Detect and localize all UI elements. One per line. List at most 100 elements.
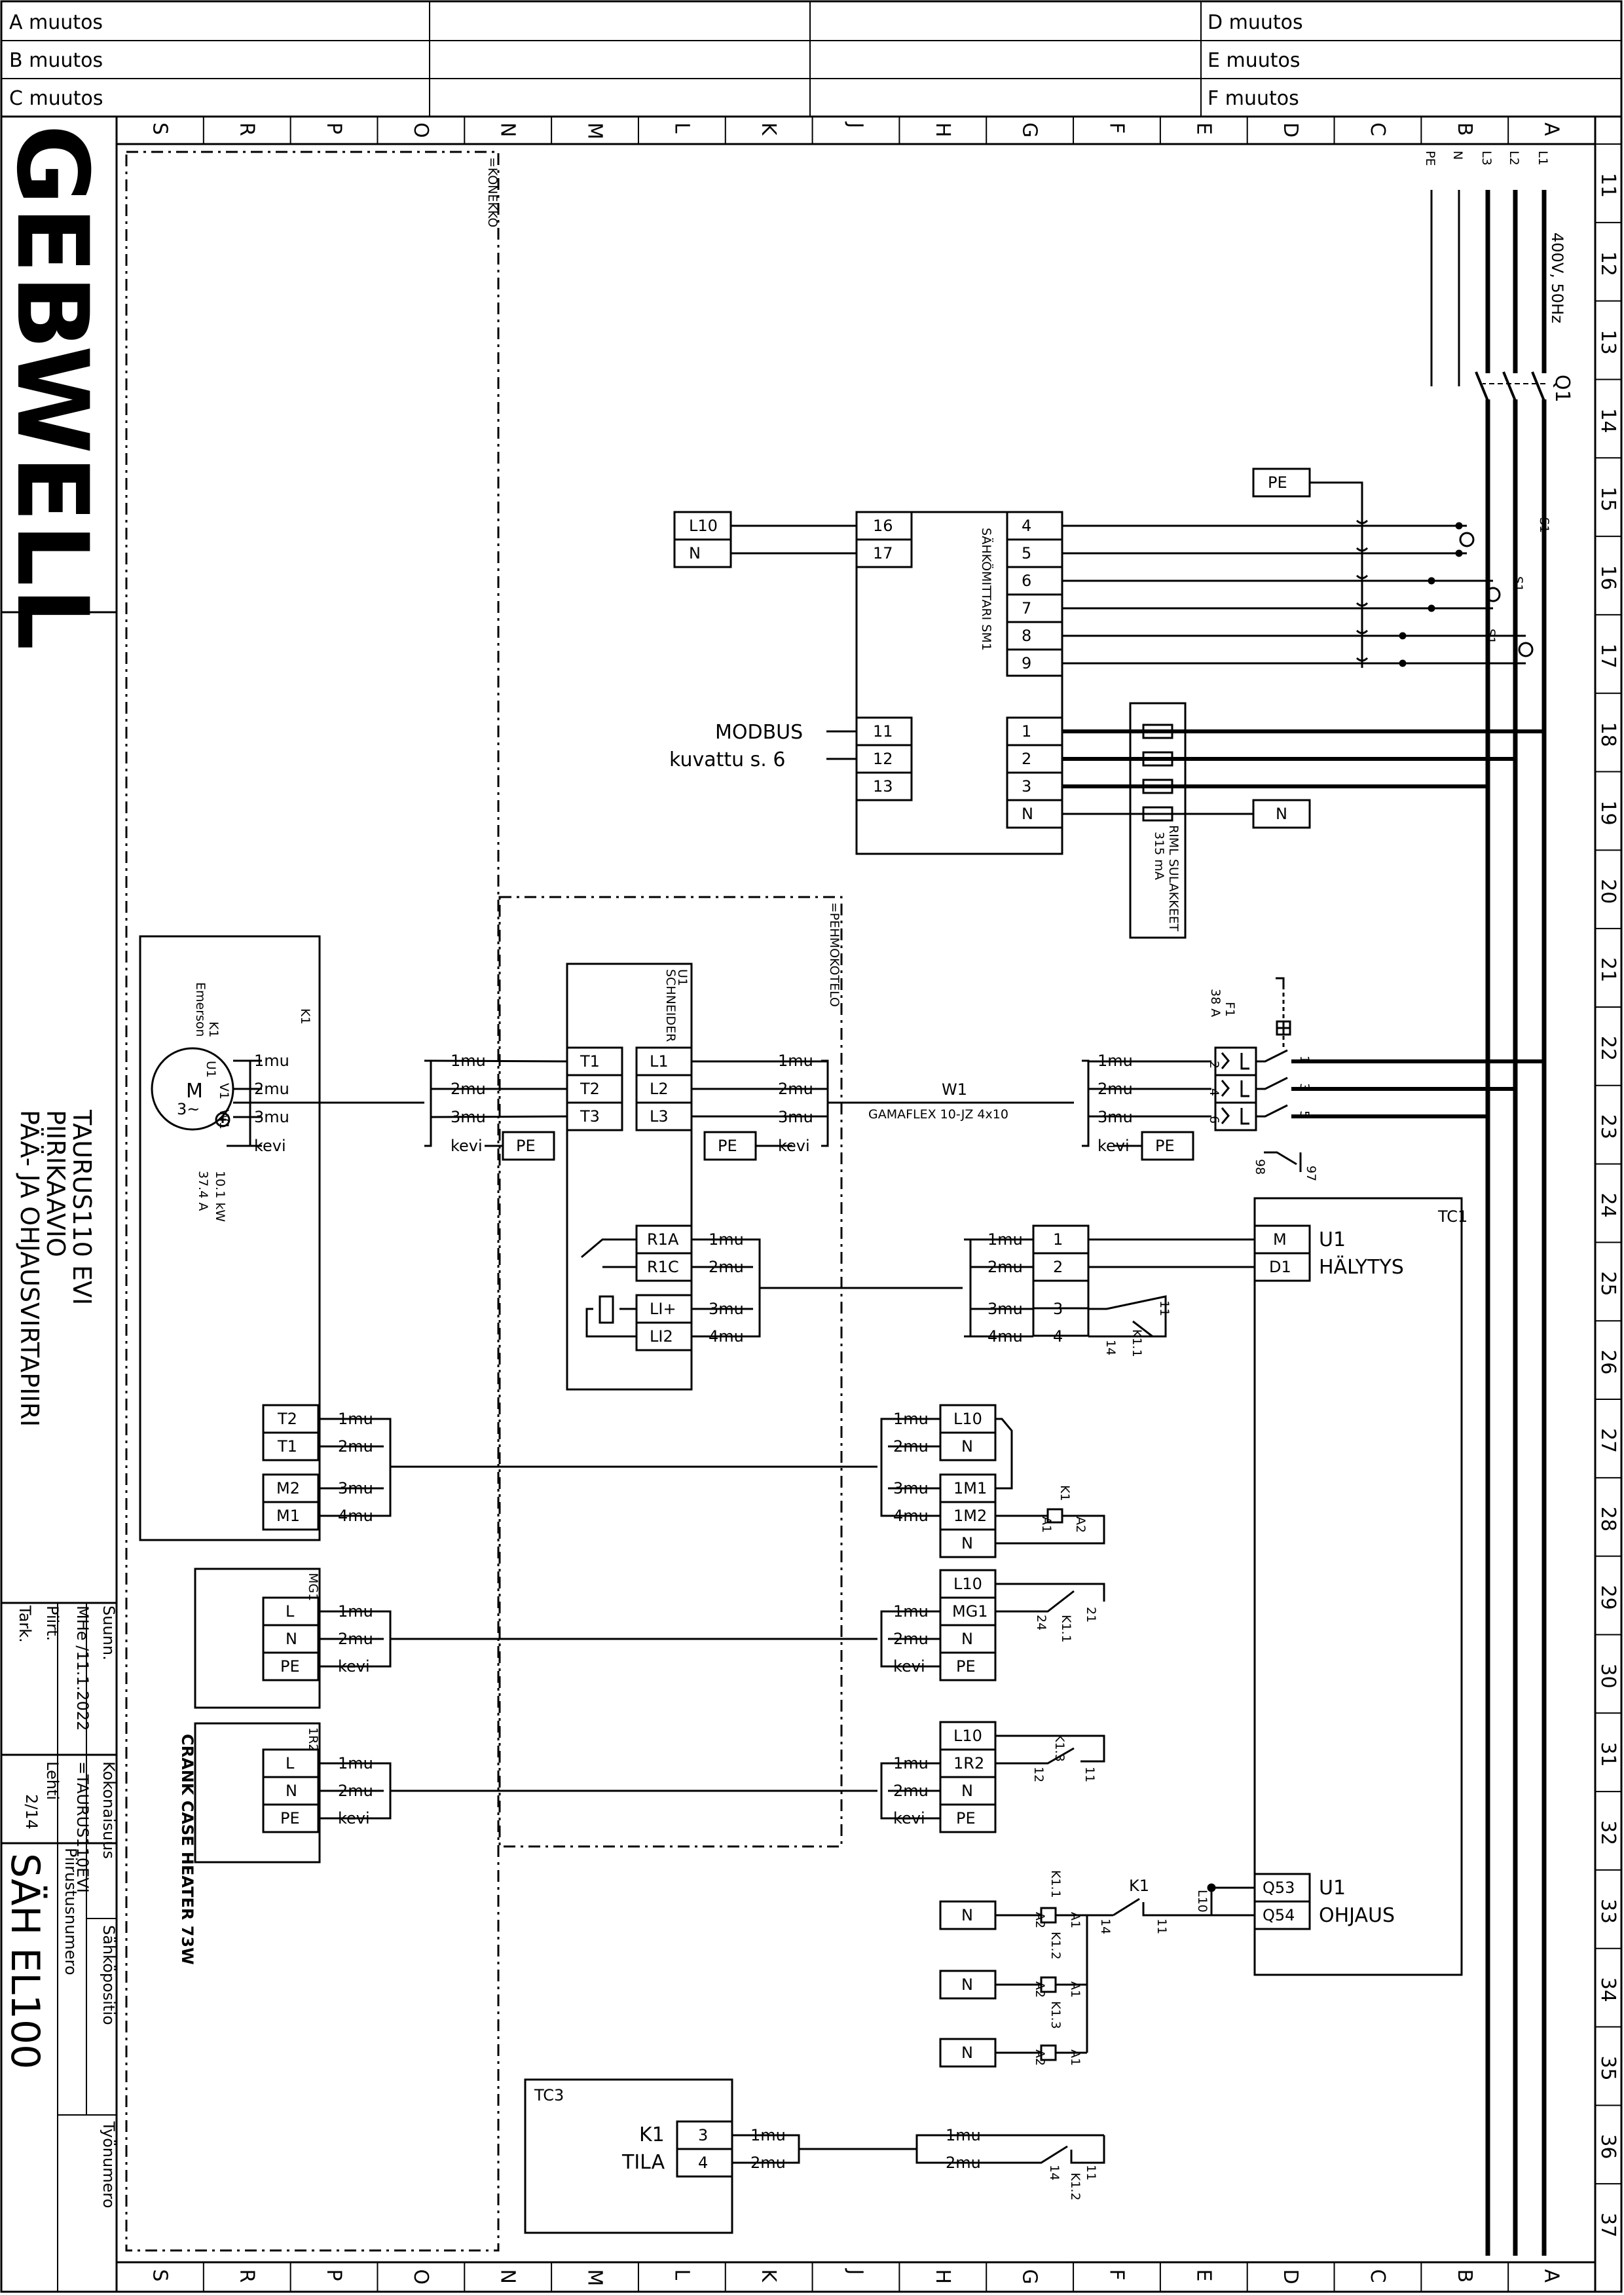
k1m-coil-a2: A2 [1073,1516,1088,1533]
phase-l1: L1 [1536,151,1550,166]
col-bot-a: A [1540,2269,1563,2283]
ss-in-wire-2: 2mu [451,1080,486,1098]
mg1-relay-21: 21 [1084,1607,1098,1623]
breaker-term-97: 97 [1304,1166,1318,1181]
relay-coils [939,1883,1255,2068]
col-top-c: C [1366,122,1389,136]
col-bot-m: M [583,2269,606,2286]
meter-supply-n: N [689,544,701,562]
tc1-term-q53: Q53 [1263,1879,1295,1897]
compressor-u1: U1 [204,1061,218,1078]
row-11: 11 [1596,173,1619,198]
tc1-label-ohjaus: OHJAUS [1319,1904,1395,1927]
row-28: 28 [1596,1507,1619,1532]
supply-busbars [1430,190,1547,2256]
tc1-k11: K1.1 [1130,1329,1144,1357]
meter-term-7: 7 [1022,599,1031,617]
mg1-term-l: L [286,1602,295,1621]
mg1-r-wire-1: 1mu [893,1602,929,1621]
row-21: 21 [1596,957,1619,982]
ss-pe-left: PE [516,1137,536,1155]
heater-wire-3: kevi [338,1809,370,1827]
col-top-h: H [931,122,954,138]
ct-s1-b: S1 [1511,576,1525,592]
coil-a1-3: A1 [1068,2049,1082,2066]
row-33: 33 [1596,1899,1619,1924]
piirt-label: Piirt. [43,1606,62,1641]
ss-in-wire-4: kevi [451,1137,483,1155]
row-24: 24 [1596,1193,1619,1218]
meter-term-16: 16 [873,517,893,535]
sahkopositio-label: Sähköpositio [100,1925,118,2025]
breaker-id: F1 [1223,1002,1237,1017]
tc3-r-wire-1: 1mu [946,2126,981,2144]
row-34: 34 [1596,1977,1619,2002]
suunn-label: Suunn. [100,1606,118,1661]
breaker-term-2: 2 [1207,1061,1221,1069]
relay-n-2: N [961,1975,973,1994]
comp-wire-1: 1mu [254,1052,289,1070]
kuvattu-label: kuvattu s. 6 [669,748,785,771]
coil-k13: K1.3 [1048,2001,1063,2029]
pehmokotelo-label: =PEHMOKOTELO [827,902,841,1007]
tc3-wire-1: 1mu [750,2126,786,2144]
revision-d: D muutos [1208,11,1303,34]
tc1-wire-2: 2mu [987,1258,1023,1276]
tyonumero-label: Työnumero [100,2121,118,2208]
ss-pe-right: PE [718,1137,737,1155]
tc1-l10: L10 [1195,1890,1209,1913]
fuse-label: RIML SULAKKEET [1166,825,1181,932]
mg1-wire-2: 2mu [338,1630,373,1648]
mg1-r-pe: PE [956,1657,976,1676]
row-29: 29 [1596,1585,1619,1610]
coil-a2-2: A2 [1033,1981,1047,1998]
meter-term-1: 1 [1022,722,1031,741]
col-top-k: K [757,122,780,136]
revision-e: E muutos [1208,49,1301,72]
k1-contact: K1 [1129,1877,1149,1895]
row-25: 25 [1596,1271,1619,1296]
col-top-s: S [148,122,171,135]
meter-term-n: N [1022,805,1033,823]
heater-label: CRANK CASE HEATER 73W [178,1734,196,1965]
konehuone-enclosure [125,151,500,2252]
coil-k11: K1.1 [1048,1870,1063,1898]
k1m-r-n: N [961,1437,973,1456]
compressor-id: K1 [298,1008,312,1025]
modbus-label: MODBUS [715,721,803,744]
lehti-value: 2/14 [22,1794,41,1829]
mg1-unit [194,1568,1105,1709]
tc1-label-halytys: HÄLYTYS [1319,1255,1404,1279]
mg1-relay: K1.1 [1059,1615,1073,1643]
motor-label: M [186,1080,203,1103]
col-top-a: A [1540,122,1563,136]
lehti-label: Lehti [43,1761,62,1800]
meter-term-4: 4 [1022,517,1031,535]
meter-term-6: 6 [1022,572,1031,590]
ss-relay-wire-1: 1mu [709,1230,744,1249]
compressor-maker: Emerson [193,982,208,1037]
ss-li2: LI2 [650,1327,673,1346]
heater-r-n: N [961,1782,973,1800]
heater-r-l10: L10 [953,1727,982,1745]
compressor-power: 10.1 kW [213,1171,227,1222]
title-line-1: TAURUS110 EVI [67,1109,96,1305]
ss-out-wire-2: 2mu [778,1080,813,1098]
revision-block: A muutos B muutos C muutos D muutos E mu… [9,11,1303,110]
col-top-l: L [670,122,693,134]
ss-l1: L1 [650,1052,669,1071]
mg1-r-mg1: MG1 [952,1602,988,1621]
coil-k12: K1.2 [1048,1932,1063,1960]
mg1-term-n: N [286,1630,297,1648]
piirustusnumero-label: Piirustusnumero [62,1848,80,1975]
energy-meter-sm1 [673,468,1544,939]
heater-term-pe: PE [280,1809,300,1827]
tc3-term-3: 3 [698,2126,708,2144]
tc3-relay-14: 14 [1047,2165,1061,2180]
tc3-id: TC3 [534,2086,564,2104]
meter-n-box: N [1276,805,1287,823]
tc1-box-1: 1 [1053,1230,1063,1249]
konehuone-label: =KONEKKO [485,157,500,227]
ss-in-wire-1: 1mu [451,1052,486,1070]
